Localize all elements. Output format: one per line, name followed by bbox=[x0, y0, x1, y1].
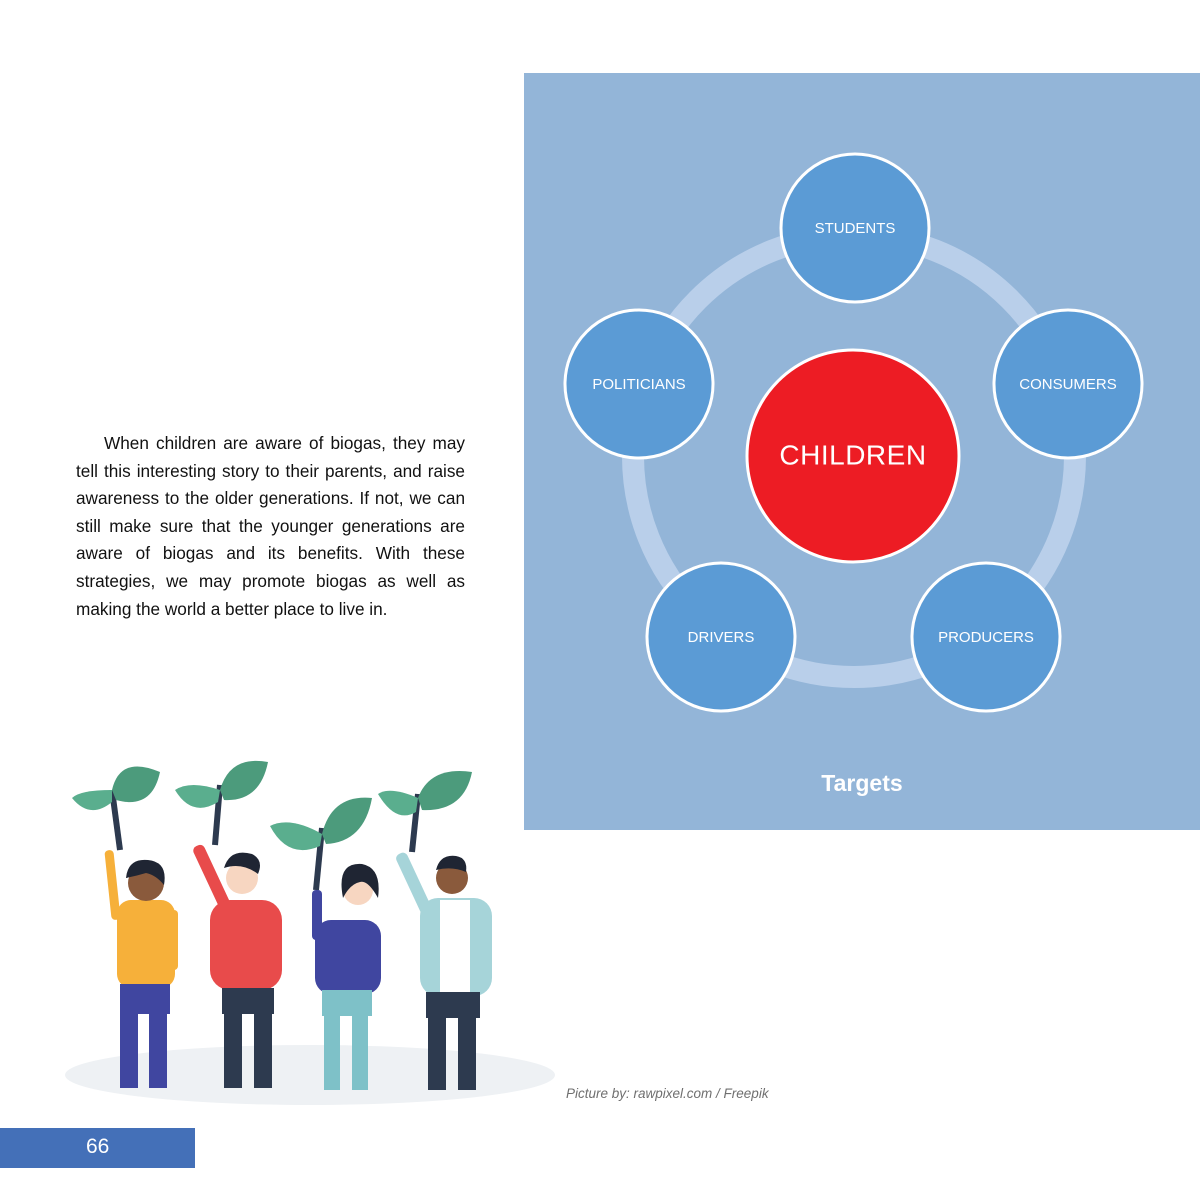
page-number: 66 bbox=[86, 1135, 110, 1158]
targets-diagram: STUDENTS CONSUMERS PRODUCERS DRIVERS POL… bbox=[524, 73, 1200, 830]
node-students-label: STUDENTS bbox=[815, 220, 896, 237]
ground-shadow bbox=[65, 1045, 555, 1105]
paragraph-text: When children are aware of biogas, they … bbox=[76, 433, 465, 619]
body-paragraph: When children are aware of biogas, they … bbox=[76, 430, 465, 623]
person-yellow-shirt bbox=[72, 766, 178, 1088]
node-producers: PRODUCERS bbox=[910, 561, 1062, 713]
node-drivers-label: DRIVERS bbox=[688, 629, 755, 646]
diagram-caption: Targets bbox=[821, 770, 903, 796]
node-consumers-label: CONSUMERS bbox=[1019, 376, 1117, 393]
node-students: STUDENTS bbox=[779, 152, 931, 304]
picture-credit: Picture by: rawpixel.com / Freepik bbox=[566, 1086, 769, 1101]
center-label: CHILDREN bbox=[779, 439, 926, 470]
page-number-bar bbox=[0, 1128, 195, 1168]
node-producers-label: PRODUCERS bbox=[938, 629, 1034, 646]
node-politicians: POLITICIANS bbox=[563, 308, 715, 460]
node-politicians-label: POLITICIANS bbox=[592, 376, 685, 393]
person-red-shirt bbox=[175, 760, 282, 1088]
person-blue-jacket bbox=[378, 771, 492, 1090]
node-drivers: DRIVERS bbox=[645, 561, 797, 713]
node-center-children: CHILDREN bbox=[745, 348, 961, 564]
person-purple-top bbox=[270, 797, 381, 1090]
node-consumers: CONSUMERS bbox=[992, 308, 1144, 460]
people-with-plants-illustration bbox=[65, 760, 555, 1105]
diagram-svg: STUDENTS CONSUMERS PRODUCERS DRIVERS POL… bbox=[563, 152, 1144, 713]
